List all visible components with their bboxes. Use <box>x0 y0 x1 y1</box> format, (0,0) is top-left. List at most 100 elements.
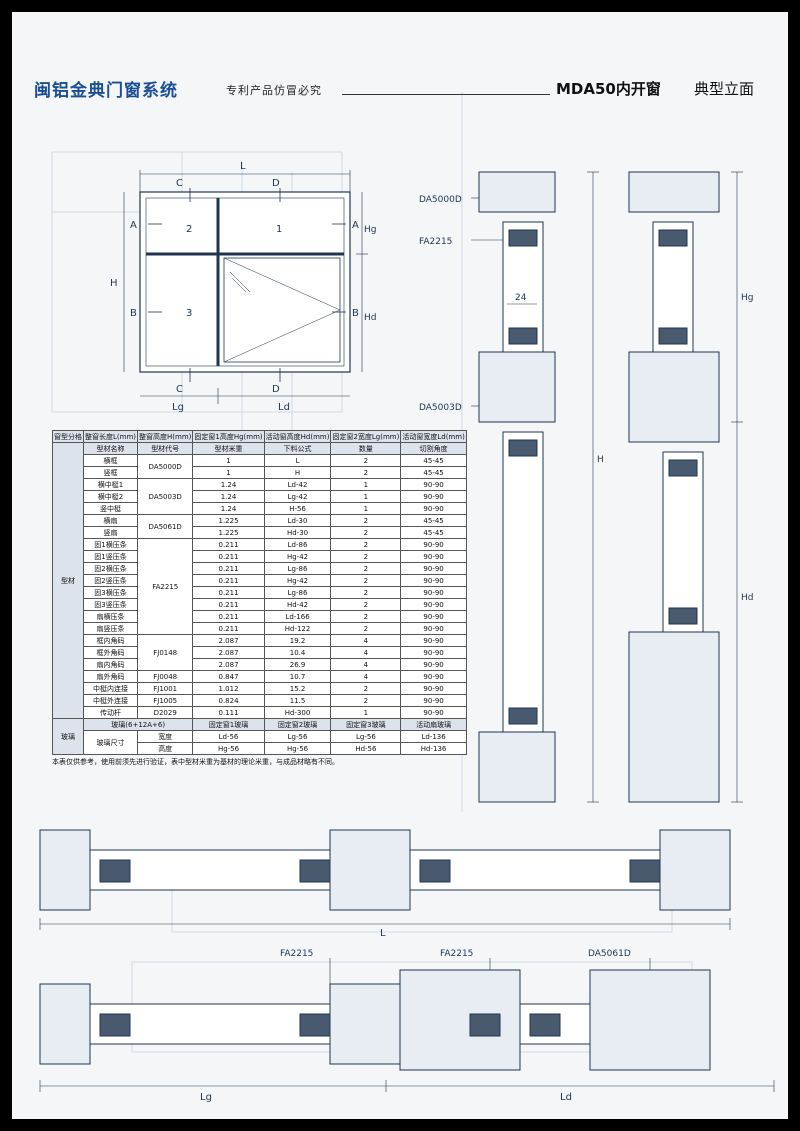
cell-code: FJ1001 <box>136 682 194 695</box>
dim-label-Lg-horizontal: Lg <box>200 1092 212 1103</box>
cell-weight: 1.24 <box>192 490 265 503</box>
cell-weight: 0.824 <box>192 694 265 707</box>
cell-weight: 1.225 <box>192 526 265 539</box>
section-label-D-bottom: D <box>272 384 280 395</box>
group-glass: 玻璃 <box>52 718 84 755</box>
callout-FA2215: FA2215 <box>419 237 452 247</box>
header-rule <box>342 94 550 95</box>
cell-qty: 2 <box>330 574 402 587</box>
cell-name: 传动杆 <box>83 706 138 719</box>
cell-formula: 26.9 <box>263 658 332 671</box>
cell-name: 中梃外连接 <box>83 694 138 707</box>
cell-weight: 0.111 <box>192 706 265 719</box>
cell-name: 扇外角码 <box>83 670 138 683</box>
cell-angle: 90-90 <box>400 670 467 683</box>
cell-code: DA5003D <box>136 478 194 515</box>
dim-label-Ld: Ld <box>278 402 290 413</box>
callout-FA2215-right: FA2215 <box>440 949 473 959</box>
callout-DA5061D: DA5061D <box>588 949 631 959</box>
cell-angle: 90-90 <box>400 634 467 647</box>
cell-code: FA2215 <box>136 538 194 635</box>
cell-angle: 90-90 <box>400 622 467 635</box>
cell-angle: 90-90 <box>400 682 467 695</box>
cell-code: FJ0048 <box>136 670 194 683</box>
dim-label-Hd: Hd <box>364 313 376 323</box>
glass-header-cell: 玻璃(6+12A+6) <box>82 718 194 731</box>
header-cell: 整窗长度L(mm) <box>83 430 138 443</box>
cell-name: 竖扇 <box>83 526 138 539</box>
dim-label-Hd-vertical: Hd <box>741 593 753 603</box>
cell-weight: 0.211 <box>192 586 265 599</box>
dim-label-L-horizontal: L <box>380 928 386 939</box>
cell-name: 竖中梃 <box>83 502 138 515</box>
cell-name: 固1横压条 <box>83 538 138 551</box>
header-cell: 固定窗2宽度Lg(mm) <box>330 430 402 443</box>
cell-formula: Hg-42 <box>263 550 332 563</box>
header-cell: 活动窗宽度Ld(mm) <box>400 430 467 443</box>
cell-weight: 1 <box>192 466 265 479</box>
model-title: MDA50内开窗 <box>556 80 661 98</box>
glass-header-cell: 固定窗2玻璃 <box>263 718 332 731</box>
cell-angle: 45-45 <box>400 514 467 527</box>
cell-angle: 45-45 <box>400 454 467 467</box>
header-cell: 整窗高度H(mm) <box>136 430 194 443</box>
cell-angle: 90-90 <box>400 706 467 719</box>
cell-angle: 90-90 <box>400 586 467 599</box>
glass-cell: Ld-136 <box>400 730 467 743</box>
cell-qty: 2 <box>330 562 402 575</box>
cell-qty: 2 <box>330 466 402 479</box>
frame-profile-bottom <box>478 731 556 803</box>
glass-row-label: 高度 <box>136 742 194 755</box>
cell-angle: 90-90 <box>400 538 467 551</box>
callout-DA5003D: DA5003D <box>419 403 462 413</box>
dim-label-Ld-horizontal: Ld <box>560 1092 572 1103</box>
header-cell: 固定窗1高度Hg(mm) <box>192 430 265 443</box>
glass-cell: Hd-56 <box>330 742 402 755</box>
page-header: 闽铝金典门窗系统 专利产品仿冒必究 MDA50内开窗 典型立面 <box>34 76 788 104</box>
glass-cell: Hg-56 <box>263 742 332 755</box>
cell-qty: 2 <box>330 682 402 695</box>
cell-formula: Lg-42 <box>263 490 332 503</box>
section-label-C-top: C <box>176 178 183 189</box>
cell-weight: 0.211 <box>192 550 265 563</box>
table-note: 本表仅供参考，使用前须先进行验证，表中型材米重为基材的理论米重，与成品材略有不同… <box>52 758 339 766</box>
cell-formula: 19.2 <box>263 634 332 647</box>
cell-qty: 2 <box>330 454 402 467</box>
cell-code: FJ1005 <box>136 694 194 707</box>
cell-formula: Ld-166 <box>263 610 332 623</box>
cell-formula: Hd-122 <box>263 622 332 635</box>
cell-formula: 10.4 <box>263 646 332 659</box>
cell-angle: 45-45 <box>400 526 467 539</box>
header-cell: 切割角度 <box>400 442 467 455</box>
cell-angle: 90-90 <box>400 478 467 491</box>
profile-spec-table-wrap: 窗型分格 整窗长度L(mm) 整窗高度H(mm) 固定窗1高度Hg(mm) 活动… <box>52 430 467 767</box>
pane-label-3: 3 <box>186 308 192 319</box>
cell-weight: 2.087 <box>192 634 265 647</box>
cell-weight: 1.225 <box>192 514 265 527</box>
cell-angle: 90-90 <box>400 490 467 503</box>
glass-cell: Hg-56 <box>192 742 265 755</box>
section-label-A-right: A <box>352 220 359 231</box>
cell-angle: 90-90 <box>400 610 467 623</box>
pane-label-2: 2 <box>186 224 192 235</box>
section-label-B-right: B <box>352 308 359 319</box>
horizontal-section-drawing-1: L <box>39 829 731 939</box>
glass-cell: Hd-136 <box>400 742 467 755</box>
outer-frame <box>139 191 351 373</box>
cell-weight: 1 <box>192 454 265 467</box>
cell-name: 框外角码 <box>83 646 138 659</box>
cell-weight: 0.211 <box>192 562 265 575</box>
view-title: 典型立面 <box>694 80 755 98</box>
